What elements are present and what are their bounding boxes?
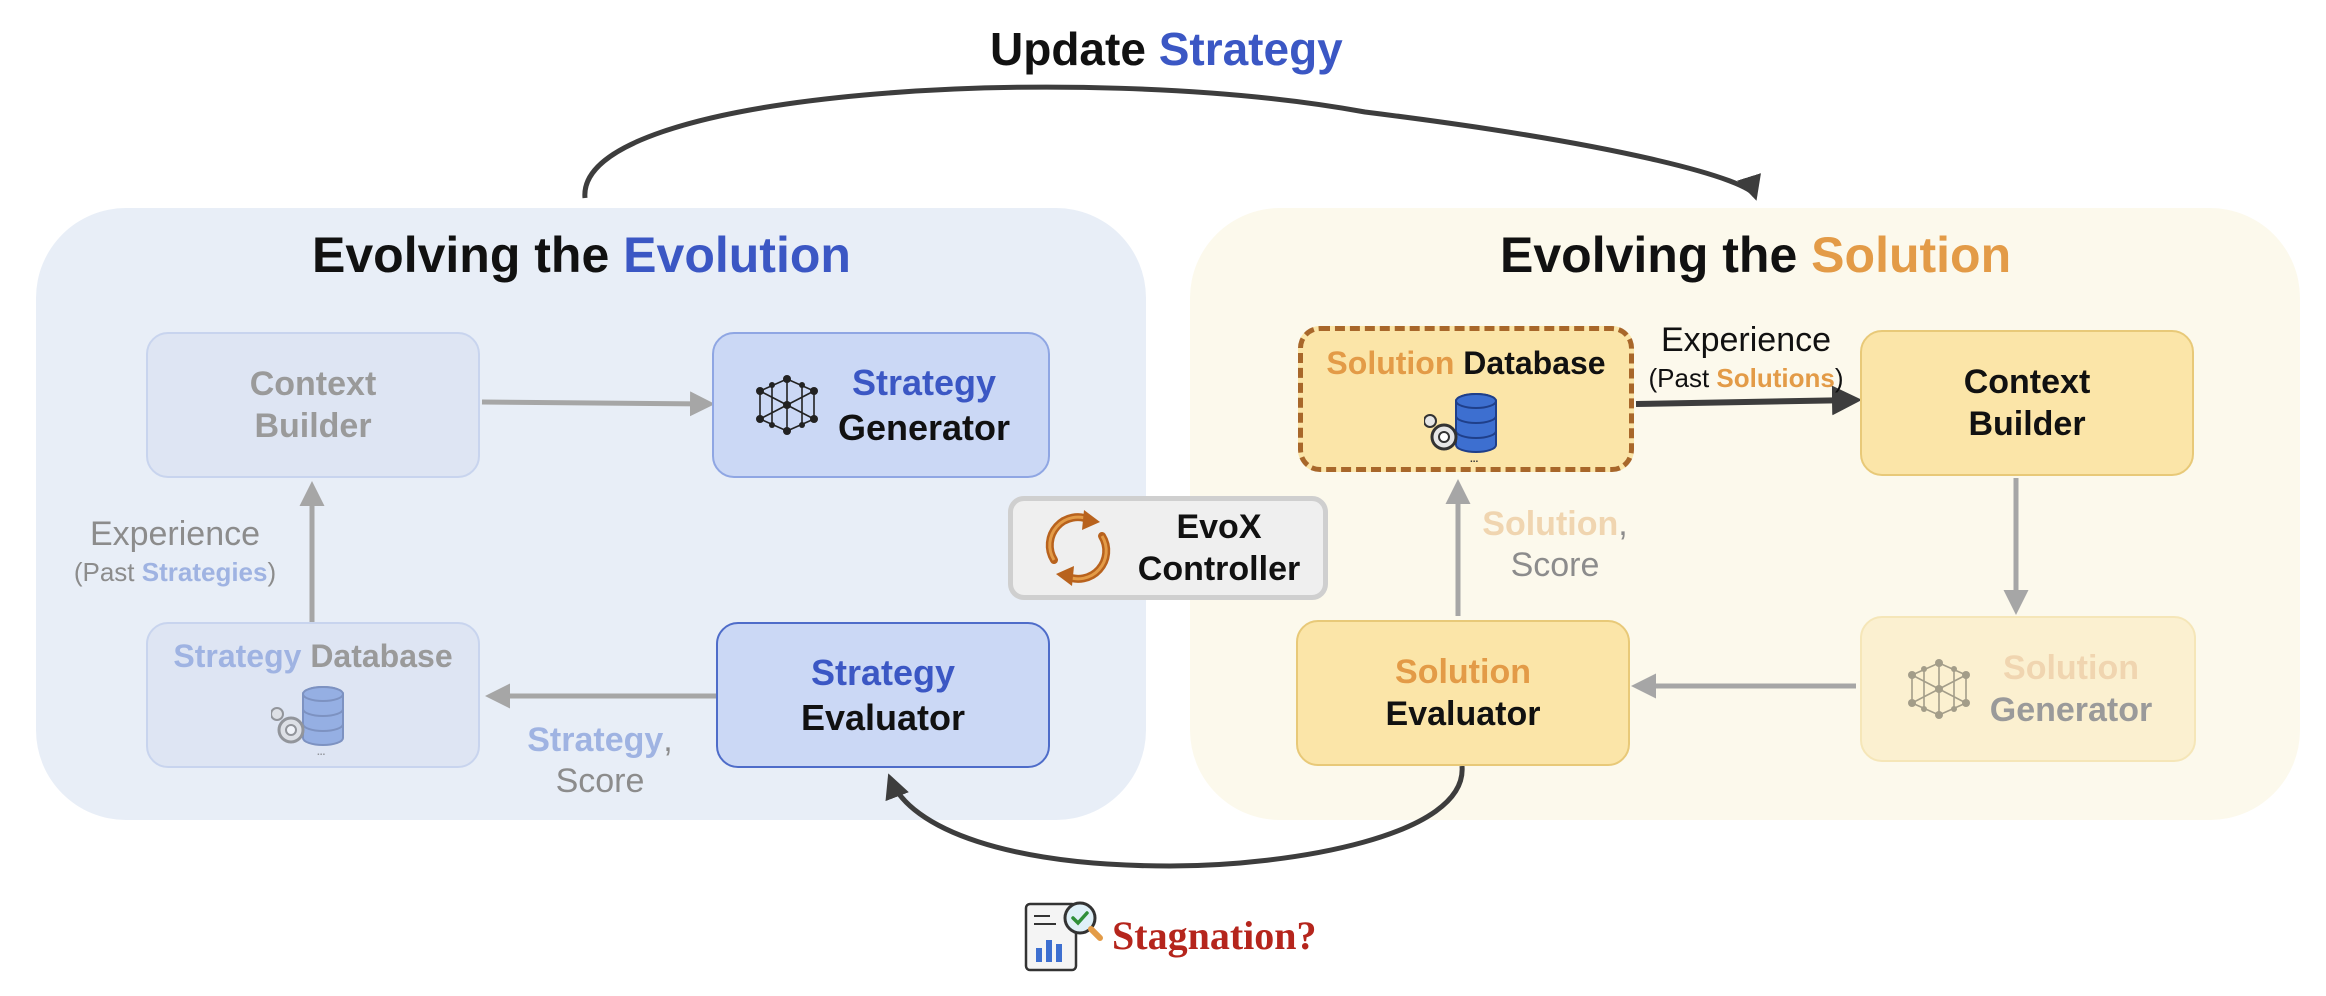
- evolution-panel-title: Evolving the Evolution: [312, 227, 851, 283]
- solution-evaluator-box: Solution Evaluator: [1296, 620, 1630, 766]
- update-strategy-label: Update Strategy: [990, 23, 1343, 75]
- strategy-database-box: Strategy Database ...: [146, 622, 480, 768]
- database-gear-icon: ...: [271, 686, 344, 756]
- solution-context-builder-box: Context Builder: [1860, 330, 2194, 476]
- strategy-evaluator-box: Strategy Evaluator: [716, 622, 1050, 768]
- strategy-score-label: Strategy, Score: [527, 721, 673, 800]
- solution-experience-label: Experience (Past Solutions): [1648, 321, 1844, 393]
- svg-text:...: ...: [317, 747, 326, 756]
- database-gear-icon: ...: [1424, 393, 1497, 463]
- stagnation-label: Stagnation?: [1020, 894, 1317, 976]
- context-to-generator-arrow: [481, 391, 715, 417]
- svg-text:...: ...: [1470, 454, 1479, 463]
- refresh-cycle-icon: [1045, 510, 1110, 586]
- solution-panel-title: Evolving the Solution: [1500, 227, 2012, 283]
- solution-generator-box: Solution Generator: [1860, 616, 2196, 762]
- neural-network-icon: [755, 375, 818, 435]
- strategy-experience-label: Experience (Past Strategies): [73, 515, 277, 587]
- report-search-icon: [1024, 901, 1103, 972]
- solution-score-label: Solution, Score: [1482, 505, 1628, 584]
- evox-controller-box: EvoX Controller: [1008, 496, 1328, 600]
- update-strategy-arrow: [582, 84, 1761, 201]
- solution-db-to-context-arrow: [1635, 385, 1862, 416]
- strategy-context-builder-box: Context Builder: [146, 332, 480, 478]
- stagnation-arrow: [885, 765, 1465, 869]
- strategy-generator-box: Strategy Generator: [712, 332, 1050, 478]
- solution-database-box: Solution Database ...: [1298, 326, 1634, 472]
- neural-network-icon: [1907, 659, 1970, 719]
